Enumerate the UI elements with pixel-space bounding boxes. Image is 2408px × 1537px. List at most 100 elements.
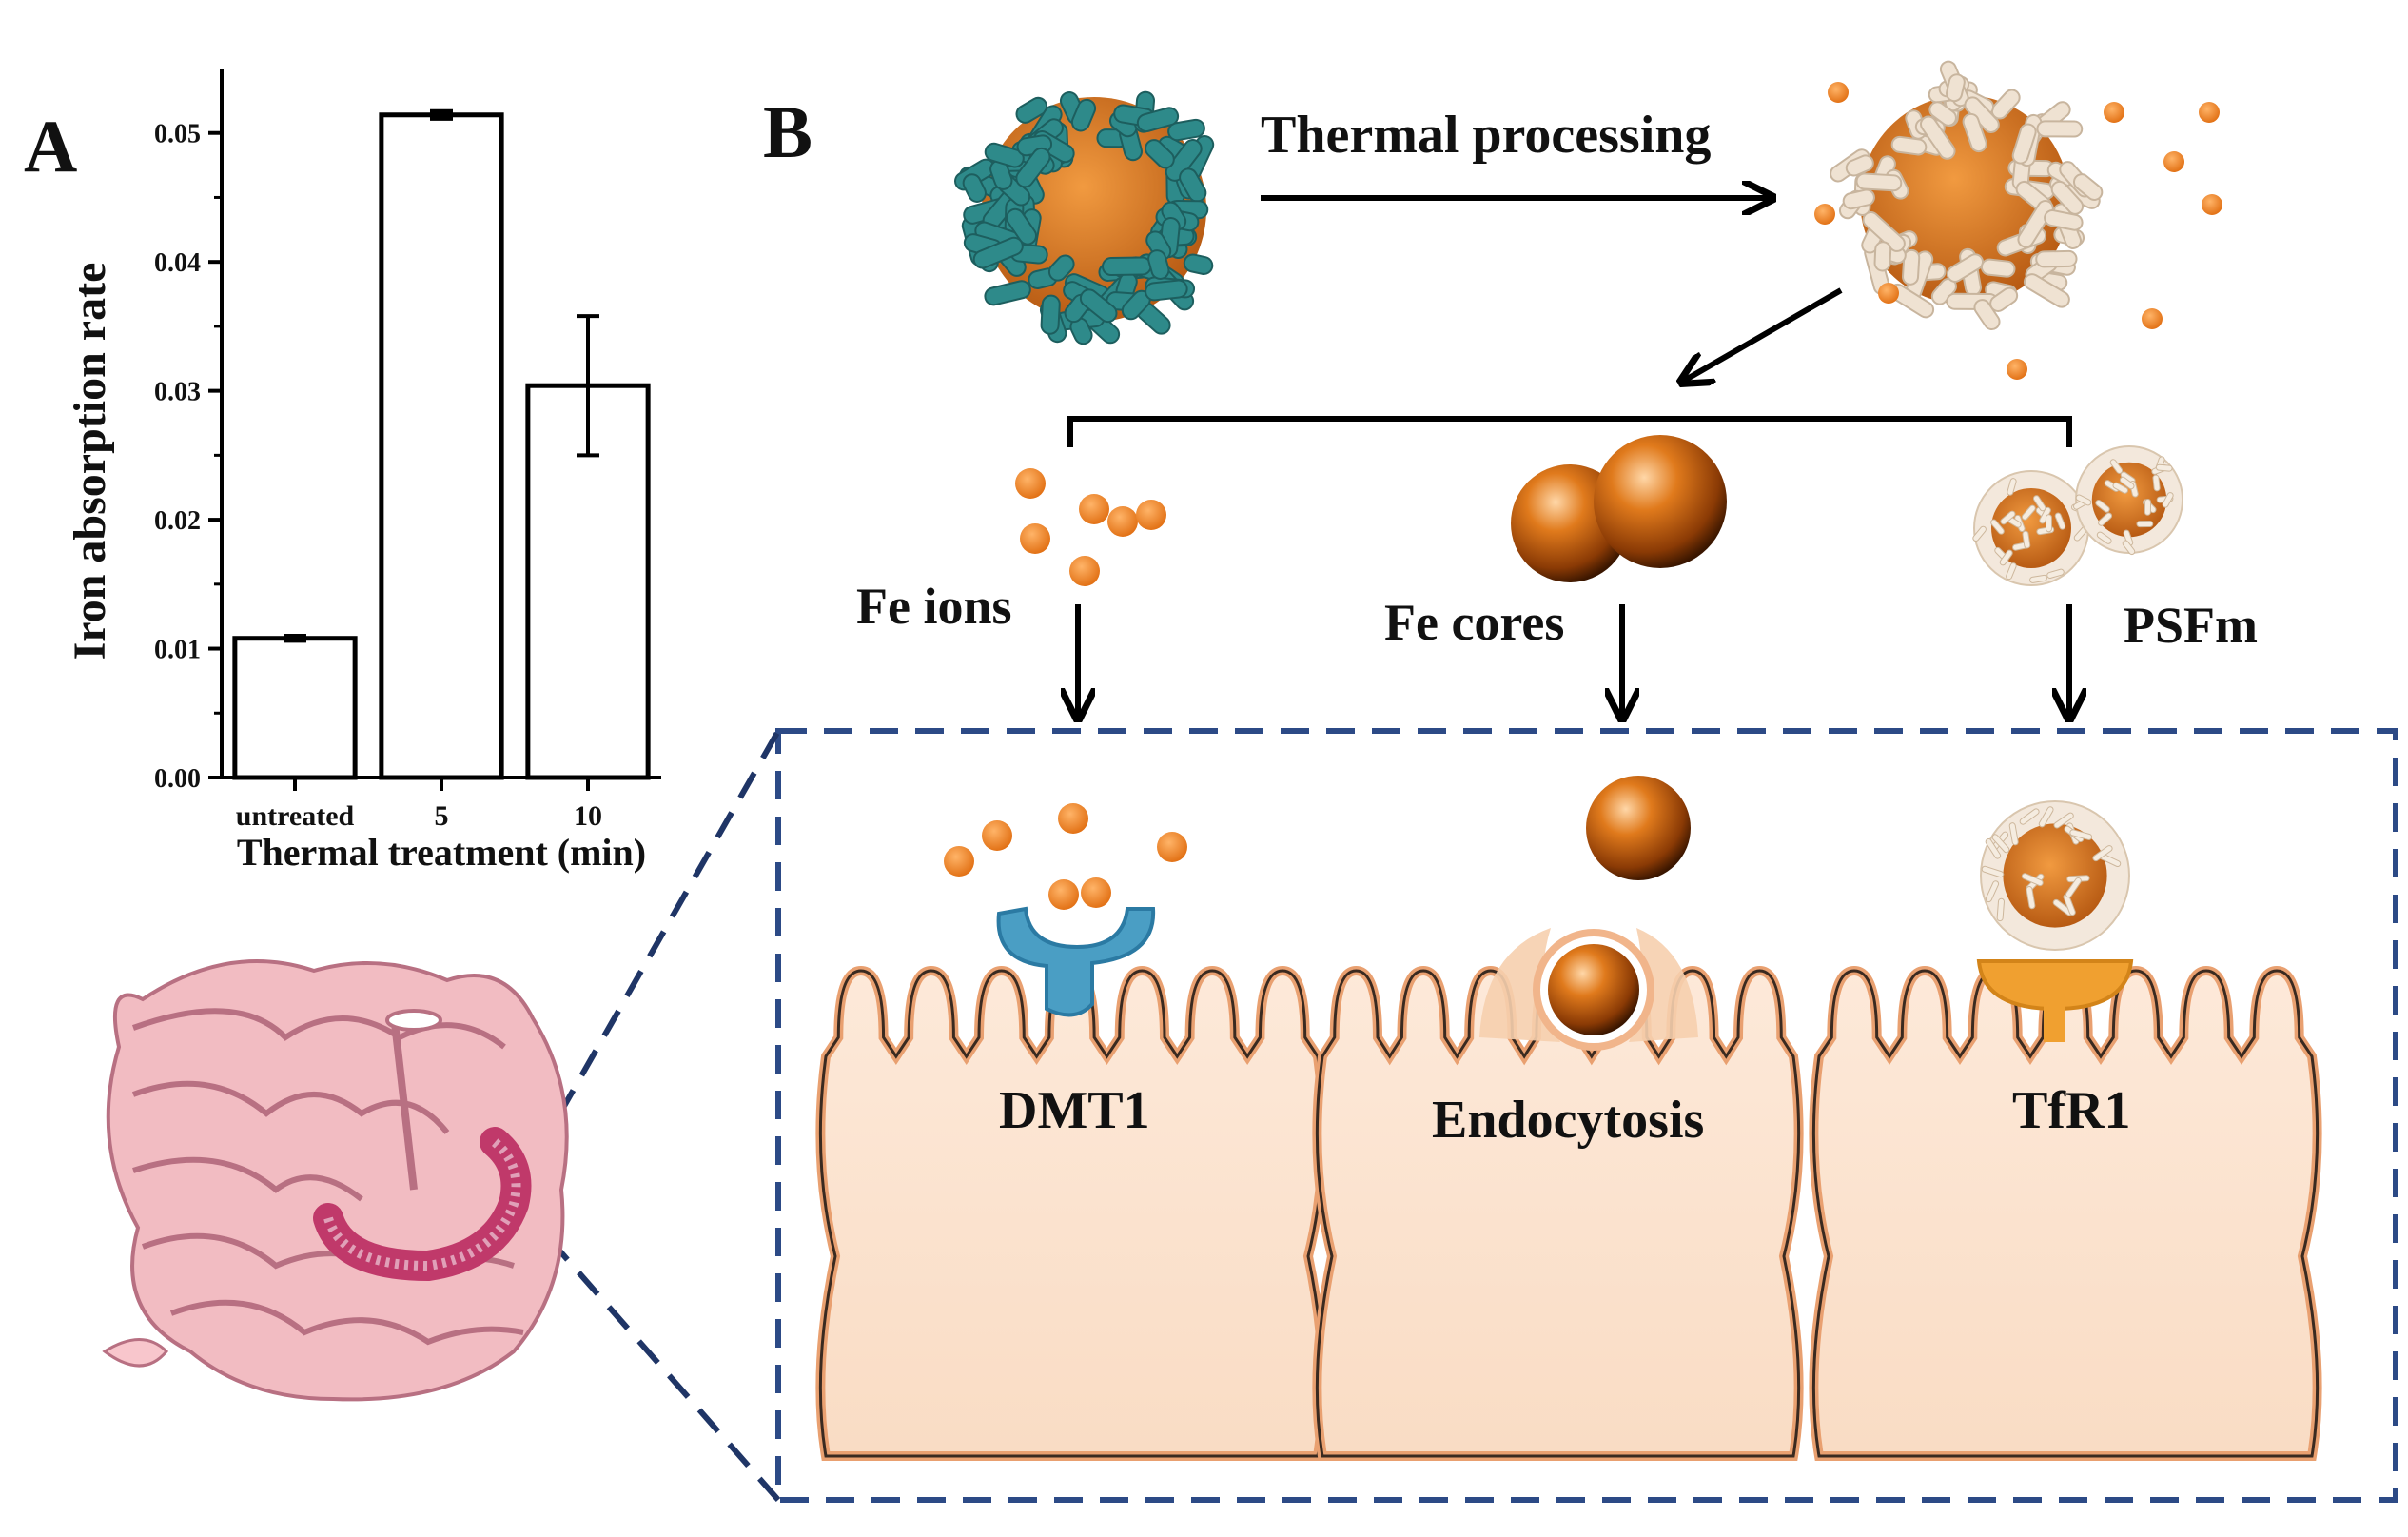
protein-helix (1946, 73, 1966, 103)
y-tick-label: 0.02 (154, 506, 201, 536)
psfm-helix (2029, 574, 2047, 583)
protein-helix (2036, 120, 2084, 138)
protein-helix (1862, 210, 1906, 252)
fe-cores-pair (1511, 435, 1727, 582)
cell-2 (1312, 965, 1804, 1461)
protein-helix (1006, 207, 1038, 246)
psfm-helix (2155, 463, 2173, 472)
small-intestine-illustration (102, 959, 569, 1402)
endocytosis-label: Endocytosis (1432, 1091, 1704, 1150)
protein-helix (1928, 101, 1957, 127)
protein-helix (1165, 139, 1203, 182)
protein-helix (1842, 188, 1875, 210)
protein-helix (2072, 173, 2104, 202)
panel-a-letter: A (24, 105, 77, 187)
fe-ion (1020, 523, 1050, 554)
psfm-helix (2112, 482, 2129, 494)
y-tick-label: 0.01 (154, 636, 201, 665)
fe-ion (1136, 500, 1166, 530)
fe-ions-at-dmt1 (944, 803, 1187, 910)
protein-helix (1973, 299, 2001, 331)
protein-helix (972, 236, 1024, 269)
protein-helix (1047, 254, 1075, 282)
fe-cores-label: Fe cores (1384, 594, 1564, 651)
x-tick-label: 10 (574, 800, 602, 832)
psfm-helix (1991, 834, 2010, 854)
y-axis-label: Iron absorption rate (65, 263, 115, 660)
y-tick-label: 0.03 (154, 378, 201, 407)
y-tick-label: 0.04 (154, 248, 201, 278)
released-fe-ion (1814, 204, 1835, 225)
dmt1-label: DMT1 (999, 1081, 1150, 1140)
fe-ion (1081, 877, 1111, 908)
protein-helix (1070, 98, 1097, 132)
psfm-helix (2096, 531, 2112, 544)
protein-helix (2023, 273, 2070, 308)
psfm-helix (2008, 822, 2019, 846)
protein-helix (1015, 96, 1048, 124)
protein-helix (1919, 115, 1956, 160)
psfm-helix (2026, 886, 2036, 910)
protein-helix (1040, 294, 1061, 335)
protein-helix (1015, 147, 1051, 188)
psfm-helix (2021, 504, 2036, 521)
released-fe-ion (2199, 102, 2220, 123)
protein-helix (2050, 180, 2085, 215)
psfm-helix (2069, 829, 2093, 840)
release-arrow (1684, 287, 1843, 381)
psfm-helix (2053, 812, 2074, 829)
protein-helix (2011, 123, 2037, 165)
fe-ions-cluster (1015, 468, 1166, 586)
endocytosis-vesicle (1479, 776, 1698, 1051)
psfm-helix (2019, 808, 2040, 825)
psfm-helix (2007, 478, 2017, 496)
protein-helix (1183, 253, 1214, 275)
psfm-helix (2000, 510, 2016, 525)
y-tick-label: 0.00 (154, 764, 201, 794)
protein-helix (2017, 199, 2054, 248)
psfm-helix (2075, 494, 2092, 506)
products-bracket (1067, 416, 2072, 447)
released-fe-ion (1828, 82, 1849, 103)
fe-ion (1079, 494, 1109, 524)
enterocyte-cells (815, 965, 2322, 1461)
fe-ion (1015, 468, 1046, 499)
psfm-helix (1981, 865, 2005, 878)
psfm-particles (1972, 445, 2183, 586)
fe-ion (1058, 803, 1088, 834)
psfm-helix (2022, 530, 2031, 549)
fe-ion (1107, 506, 1138, 537)
protein-helix (1902, 248, 1921, 286)
thermal-processing-label: Thermal processing (1261, 106, 1711, 165)
protein-helix (1179, 167, 1207, 203)
released-fe-ion (2007, 359, 2027, 380)
tfr1-receptor (1976, 959, 2134, 1042)
cell-1 (815, 965, 1328, 1461)
denatured-ferritin-particle (1814, 60, 2222, 380)
protein-helix (1890, 135, 1928, 156)
cell-outline-3 (1811, 969, 2320, 1458)
bar-untreated (232, 636, 358, 780)
protein-helix (1946, 253, 1985, 283)
protein-helix (1167, 118, 1205, 142)
psfm-helix (2006, 562, 2017, 581)
protein-helix (984, 142, 1025, 168)
psfm-helix (2098, 512, 2113, 526)
protein-helix (1147, 249, 1170, 280)
cell-3 (1809, 965, 2322, 1461)
released-fe-ion (2142, 308, 2163, 329)
fe-ion (1157, 832, 1187, 862)
dmt1-transporter (996, 906, 1156, 1017)
fe-ion (944, 846, 974, 877)
tfr1-label: TfR1 (2012, 1081, 2130, 1140)
psfm-helix (2065, 877, 2082, 898)
protein-helix (1101, 256, 1152, 277)
protein-helix (2044, 209, 2084, 231)
psfm-helix (2045, 514, 2052, 533)
psfm-helix (1985, 880, 2000, 903)
fe-ion (1069, 556, 1100, 586)
y-tick-label: 0.05 (154, 120, 201, 149)
protein-helix (1873, 241, 1892, 272)
x-axis-label: Thermal treatment (min) (237, 831, 646, 874)
